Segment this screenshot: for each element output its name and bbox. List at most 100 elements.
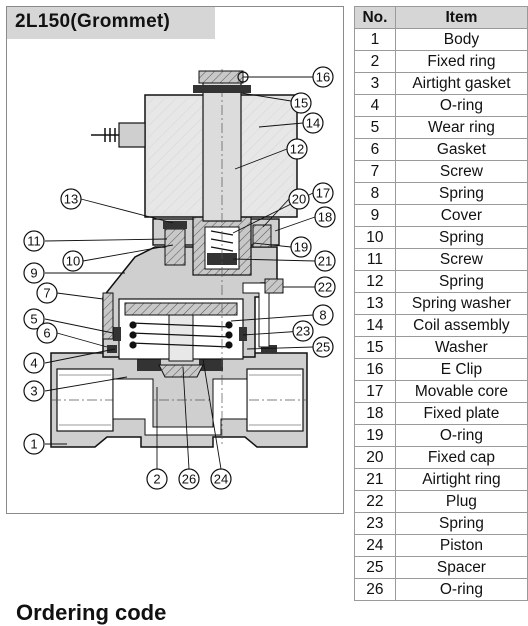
- part-number: 9: [354, 204, 396, 227]
- o-ring-body: [261, 345, 277, 353]
- callout-4: 4: [23, 352, 45, 374]
- svg-text:1: 1: [30, 437, 37, 452]
- part-name: Cover: [394, 204, 528, 227]
- plug: [264, 278, 284, 294]
- callout-10: 10: [62, 250, 84, 272]
- part-number: 12: [354, 270, 396, 293]
- spring-washer: [163, 221, 187, 229]
- washer: [193, 85, 251, 93]
- svg-text:12: 12: [290, 142, 304, 157]
- part-name: Washer: [394, 336, 528, 359]
- callout-15: 15: [290, 92, 312, 114]
- o-ring-right: [239, 327, 247, 341]
- part-name: Movable core: [394, 380, 528, 403]
- part-name: Coil assembly: [394, 314, 528, 337]
- inlet-port: [56, 368, 114, 432]
- part-name: O-ring: [394, 424, 528, 447]
- part-number: 20: [354, 446, 396, 469]
- airtight-ring: [207, 253, 237, 265]
- svg-text:2: 2: [153, 472, 160, 487]
- callout-24: 24: [210, 468, 232, 490]
- svg-text:13: 13: [64, 192, 78, 207]
- part-name: Fixed cap: [394, 446, 528, 469]
- part-number: 23: [354, 512, 396, 535]
- svg-text:23: 23: [296, 324, 310, 339]
- svg-text:25: 25: [316, 340, 330, 355]
- callout-25: 25: [312, 336, 334, 358]
- screw-7: [102, 292, 114, 340]
- callout-3: 3: [23, 380, 45, 402]
- piston-stem: [168, 314, 194, 362]
- parts-table-header: No. Item: [354, 6, 528, 29]
- svg-text:7: 7: [43, 286, 50, 301]
- callout-6: 6: [36, 322, 58, 344]
- leader-lines: [44, 76, 316, 470]
- part-name: Body: [394, 28, 528, 51]
- fixed-ring: [158, 364, 204, 378]
- part-number: 24: [354, 534, 396, 557]
- part-number: 22: [354, 490, 396, 513]
- callout-11: 11: [23, 230, 45, 252]
- svg-text:21: 21: [318, 254, 332, 269]
- fixed-cap: [252, 224, 272, 248]
- valve-drawing: 1 2 3 4 5 6 7 8 9 10 11 12 13 14 15 16 1…: [23, 66, 336, 490]
- main-spring: [129, 321, 233, 349]
- part-number: 10: [354, 226, 396, 249]
- callout-2: 2: [146, 468, 168, 490]
- figure-title: 2L150(Grommet): [15, 11, 171, 32]
- part-name: O-ring: [394, 94, 528, 117]
- header-no: No.: [354, 6, 396, 29]
- header-item: Item: [394, 6, 528, 29]
- gasket-left: [107, 345, 117, 353]
- part-number: 4: [354, 94, 396, 117]
- part-name: Fixed plate: [394, 402, 528, 425]
- ordering-code-heading: Ordering code: [16, 600, 167, 625]
- svg-text:14: 14: [306, 116, 320, 131]
- part-name: Piston: [394, 534, 528, 557]
- callout-1: 1: [23, 433, 45, 455]
- part-number: 11: [354, 248, 396, 271]
- part-number: 21: [354, 468, 396, 491]
- callout-23: 23: [292, 320, 314, 342]
- callout-13: 13: [60, 188, 82, 210]
- callout-21: 21: [314, 250, 336, 272]
- callout-20: 20: [288, 188, 310, 210]
- svg-text:26: 26: [182, 472, 196, 487]
- svg-text:10: 10: [66, 254, 80, 269]
- part-name: Screw: [394, 248, 528, 271]
- svg-text:24: 24: [214, 472, 228, 487]
- part-number: 3: [354, 72, 396, 95]
- part-name: Spring: [394, 512, 528, 535]
- valve-cross-section-figure: 2L150(Grommet): [6, 6, 344, 514]
- part-number: 13: [354, 292, 396, 315]
- part-number: 14: [354, 314, 396, 337]
- piston: [124, 302, 238, 316]
- svg-text:17: 17: [316, 186, 330, 201]
- callout-7: 7: [36, 282, 58, 304]
- part-name: Spring: [394, 182, 528, 205]
- svg-text:16: 16: [316, 70, 330, 85]
- figure-title-background: [7, 7, 215, 39]
- svg-text:20: 20: [292, 192, 306, 207]
- svg-text:22: 22: [318, 280, 332, 295]
- part-name: Spring: [394, 270, 528, 293]
- callout-12: 12: [286, 138, 308, 160]
- part-number: 16: [354, 358, 396, 381]
- callout-22: 22: [314, 276, 336, 298]
